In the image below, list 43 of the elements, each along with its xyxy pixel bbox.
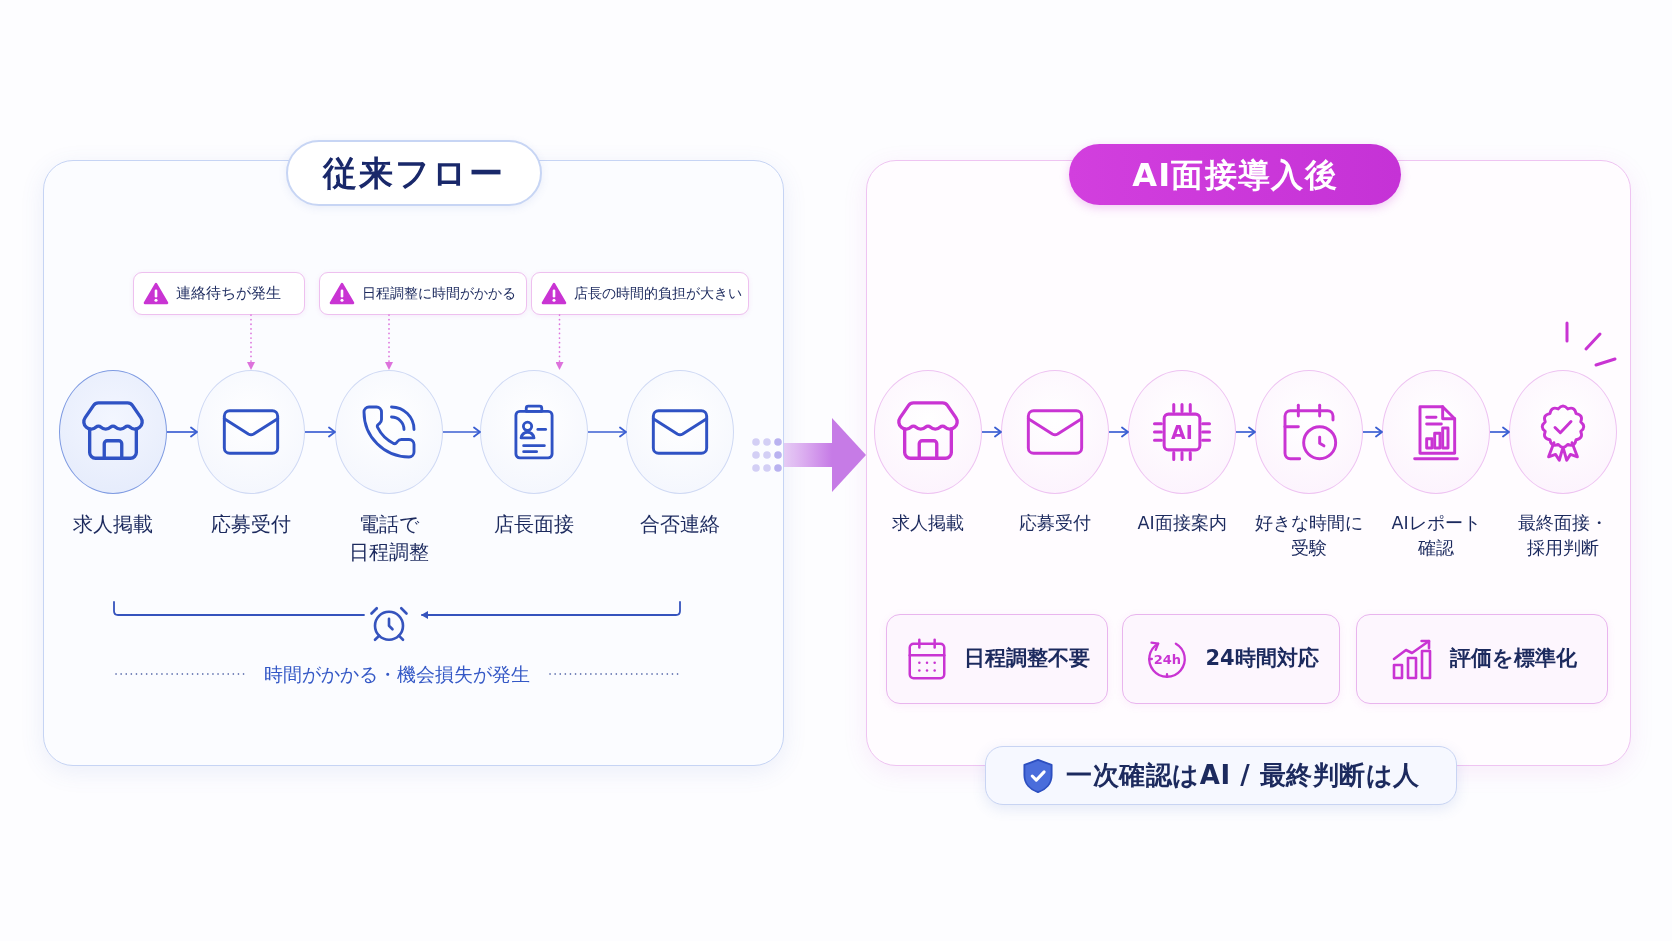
feature-label: 24時間対応 (1205, 645, 1319, 673)
dotted-arrow (555, 314, 564, 371)
arrow (304, 426, 336, 438)
step-label: 求人掲載 (892, 512, 964, 535)
feature-label: 評価を標準化 (1449, 645, 1577, 673)
arrow (1108, 426, 1129, 438)
transition-arrow (784, 418, 866, 492)
step-label: 求人掲載 (73, 511, 153, 538)
arrow (981, 426, 1002, 438)
step-label: 最終面接・採用判断 (1518, 512, 1608, 560)
note-pill (985, 746, 1457, 805)
step-label: AI面接案内 (1137, 512, 1227, 535)
chip-label: AI (1171, 422, 1193, 442)
feature-label: 日程調整不要 (964, 645, 1090, 673)
arrow (1235, 426, 1256, 438)
step-label: 電話で日程調整 (349, 511, 429, 566)
step-label: 店長面接 (494, 511, 574, 538)
timeline-note: 時間がかかる・機会損失が発生 (264, 662, 530, 687)
feature-card (886, 614, 1108, 704)
arrow (1489, 426, 1510, 438)
step-label: 応募受付 (1019, 512, 1091, 535)
note-text: 一次確認はAI / 最終判断は人 (1066, 759, 1420, 792)
warning-callout (319, 272, 527, 315)
warning-text: 連絡待ちが発生 (176, 283, 281, 305)
arrow (442, 426, 481, 438)
dotted-arrow (247, 314, 255, 371)
step-label: 合否連絡 (640, 511, 720, 538)
feature-card (1356, 614, 1608, 704)
arrow (166, 426, 198, 438)
warning-text: 店長の時間的負担が大きい (574, 284, 742, 303)
panel-title: AI面接導入後 (1069, 144, 1401, 205)
feature-card (1122, 614, 1340, 704)
panel-title: 従来フロー (286, 140, 542, 206)
dotted-arrow (385, 314, 393, 371)
warning-callout (531, 272, 749, 315)
step-label: 好きな時間に受験 (1255, 512, 1363, 560)
step-label: AIレポート確認 (1391, 512, 1481, 560)
step-label: 応募受付 (211, 511, 291, 538)
arrow (587, 426, 627, 438)
warning-text: 日程調整に時間がかかる (362, 284, 516, 303)
clock-label: 24h (1153, 652, 1182, 666)
warning-callout (133, 272, 305, 315)
arrow (1362, 426, 1383, 438)
